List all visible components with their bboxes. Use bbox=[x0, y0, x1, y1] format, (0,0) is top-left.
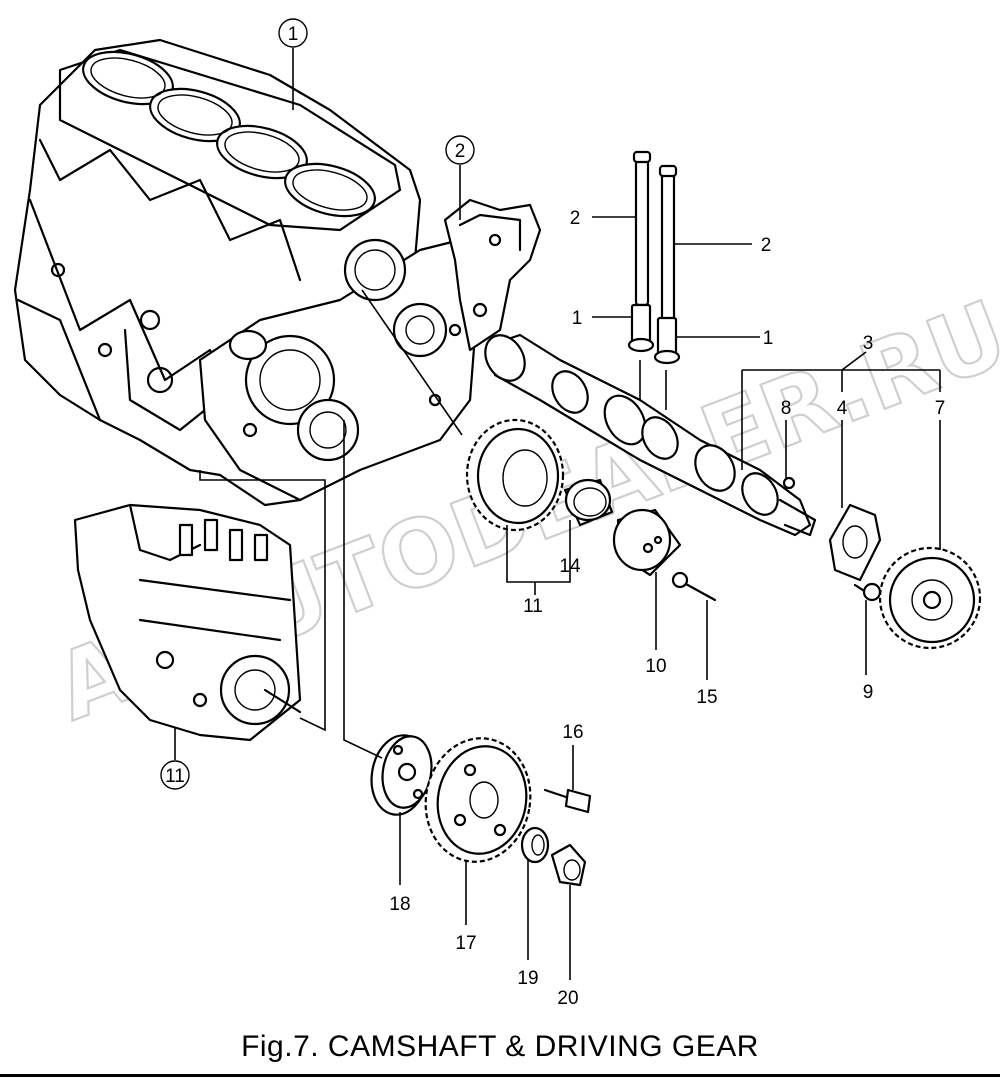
label-3: 3 bbox=[863, 333, 874, 354]
callout-2: 2 bbox=[455, 141, 466, 162]
label-4: 4 bbox=[837, 398, 848, 419]
nut bbox=[550, 843, 587, 887]
bolt-9 bbox=[853, 582, 882, 602]
callout-circle-1 bbox=[278, 18, 308, 48]
label-push-rod-b: 2 bbox=[761, 235, 772, 256]
label-18: 18 bbox=[389, 894, 410, 915]
label-7: 7 bbox=[935, 398, 946, 419]
push-rods bbox=[632, 150, 678, 322]
idle-gear-shaft bbox=[612, 508, 682, 577]
label-16: 16 bbox=[562, 722, 583, 743]
camshaft-gear bbox=[878, 546, 982, 650]
coupling-flange bbox=[370, 734, 433, 816]
label-tappet-a: 1 bbox=[572, 308, 583, 329]
gear-case bbox=[443, 198, 542, 352]
label-15: 15 bbox=[696, 687, 717, 708]
bolt-15 bbox=[671, 571, 717, 602]
label-9: 9 bbox=[863, 682, 874, 703]
label-14: 14 bbox=[559, 556, 581, 577]
label-push-rod-a: 2 bbox=[570, 208, 581, 229]
idle-gear bbox=[465, 418, 565, 532]
label-11: 11 bbox=[523, 596, 543, 617]
callout-1: 1 bbox=[288, 24, 299, 45]
figure-caption: Fig.7. CAMSHAFT & DRIVING GEAR bbox=[241, 1030, 759, 1063]
exploded-parts-diagram: ACAUTODEALER.RU bbox=[13, 18, 1000, 1009]
cylinder-block bbox=[13, 38, 482, 507]
callout-circle-2 bbox=[445, 135, 475, 165]
leader-lines bbox=[174, 48, 941, 980]
bottom-rule bbox=[0, 1074, 1000, 1077]
thrust-plate bbox=[828, 503, 882, 582]
washer bbox=[520, 826, 550, 864]
fuel-pump-drive-gear bbox=[424, 737, 532, 863]
camshaft bbox=[484, 333, 817, 537]
label-19: 19 bbox=[517, 968, 538, 989]
label-10: 10 bbox=[645, 656, 666, 677]
label-20: 20 bbox=[557, 988, 578, 1009]
fuel-injection-pump bbox=[73, 503, 302, 742]
label-8: 8 bbox=[781, 398, 792, 419]
callout-circle-11 bbox=[160, 760, 190, 790]
tappets bbox=[627, 303, 681, 365]
label-tappet-b: 1 bbox=[763, 328, 774, 349]
callout-11: 11 bbox=[165, 766, 185, 787]
label-17: 17 bbox=[455, 933, 476, 954]
bushing bbox=[563, 478, 614, 527]
callouts: 1 2 11 2 2 1 1 3 4 7 8 9 10 11 14 15 16 … bbox=[160, 18, 946, 1009]
bolt-16 bbox=[543, 788, 592, 814]
